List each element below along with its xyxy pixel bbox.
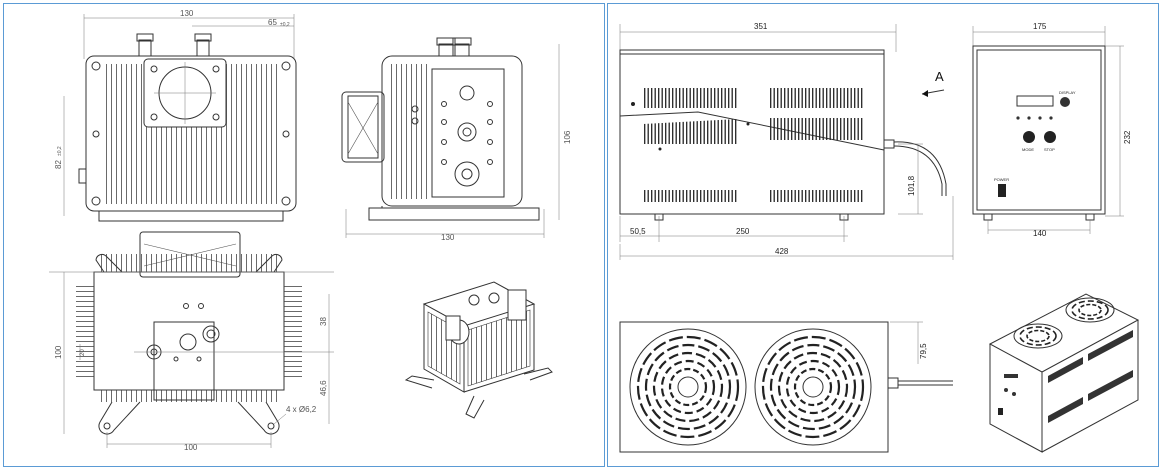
front-view: 130 65 ±0,2 82 ±0,2 <box>54 9 297 222</box>
controller-front-view: 175 DISPLAY MODE STOP POWER 140 232 <box>972 22 1132 238</box>
dim-side-width: 130 <box>441 233 455 242</box>
stop-label: STOP <box>1044 147 1055 152</box>
dim-side-height: 106 <box>563 130 572 144</box>
mode-label: MODE <box>1022 147 1034 152</box>
bottom-view: 100 38 46,6 20 4 x Ø6,2 100 <box>49 231 334 452</box>
dim-bottom-height: 100 <box>54 345 63 359</box>
controller-isometric-view <box>988 293 1140 453</box>
dim-front-feet: 140 <box>1033 229 1047 238</box>
dim-cable-height: 101,8 <box>907 175 916 196</box>
dim-width-top: 130 <box>180 9 194 18</box>
view-arrow-label: A <box>935 69 944 84</box>
dim-total-length: 428 <box>775 247 789 256</box>
dim-bottom-upper: 38 <box>319 317 328 326</box>
dim-offset-top: 65 <box>268 18 277 27</box>
controller-side-view: 351 A 50,5 250 428 101,8 <box>619 22 954 260</box>
dim-fan-depth: 79,5 <box>919 343 928 359</box>
controller-technical-drawing: 351 A 50,5 250 428 101,8 <box>619 22 1140 453</box>
power-label: POWER <box>994 177 1009 182</box>
dim-bottom-width: 100 <box>184 443 198 452</box>
pump-drawing-panel: 130 65 ±0,2 82 ±0,2 <box>3 3 605 467</box>
dim-offset-top-tol: ±0,2 <box>280 22 290 28</box>
dim-front-height: 232 <box>1123 130 1132 144</box>
isometric-view <box>404 281 553 419</box>
dim-front-width: 175 <box>1033 22 1047 31</box>
dim-holes: 4 x Ø6,2 <box>286 405 317 414</box>
pump-technical-drawing: 130 65 ±0,2 82 ±0,2 <box>49 9 572 452</box>
controller-fan-view: 79,5 <box>619 321 953 453</box>
dim-small-left: 20 <box>80 349 86 356</box>
fan-grille-right <box>754 328 872 446</box>
fan-grille-left <box>629 328 747 446</box>
dim-height-left-tol: ±0,2 <box>57 146 63 156</box>
dim-bottom-lower: 46,6 <box>319 380 328 396</box>
controller-drawing-panel: 351 A 50,5 250 428 101,8 <box>607 3 1159 467</box>
dim-left-offset: 50,5 <box>630 227 646 236</box>
display-label: DISPLAY <box>1059 90 1076 95</box>
side-view: 130 106 <box>341 37 572 242</box>
dim-height-left: 82 <box>54 160 63 169</box>
dim-side-length: 351 <box>754 22 768 31</box>
dim-foot-spacing: 250 <box>736 227 750 236</box>
